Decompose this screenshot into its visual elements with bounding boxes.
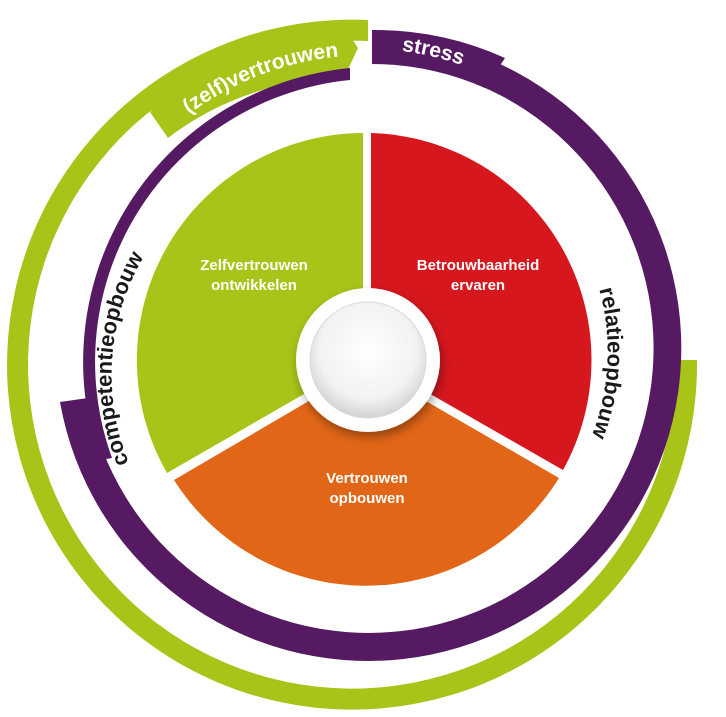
outer-purple-ring: stress	[60, 29, 682, 661]
side-label-right: relatieopbouw	[587, 284, 628, 443]
segment-label-red-1: Betrouwbaarheid	[417, 257, 540, 274]
segment-label-red-2: ervaren	[451, 277, 505, 294]
center-hub	[296, 288, 440, 432]
segment-labels: Zelfvertrouwen ontwikkelen Betrouwbaarhe…	[200, 257, 539, 507]
segment-label-green-1: Zelfvertrouwen	[200, 257, 308, 274]
purple-label-band	[372, 29, 505, 88]
segment-label-green-2: ontwikkelen	[211, 277, 297, 294]
segment-label-orange-2: opbouwen	[330, 490, 405, 507]
segment-label-orange-1: Vertrouwen	[326, 470, 408, 487]
segment-orange	[174, 367, 559, 586]
green-arrow-band	[150, 20, 358, 138]
hub-inner	[309, 301, 427, 419]
